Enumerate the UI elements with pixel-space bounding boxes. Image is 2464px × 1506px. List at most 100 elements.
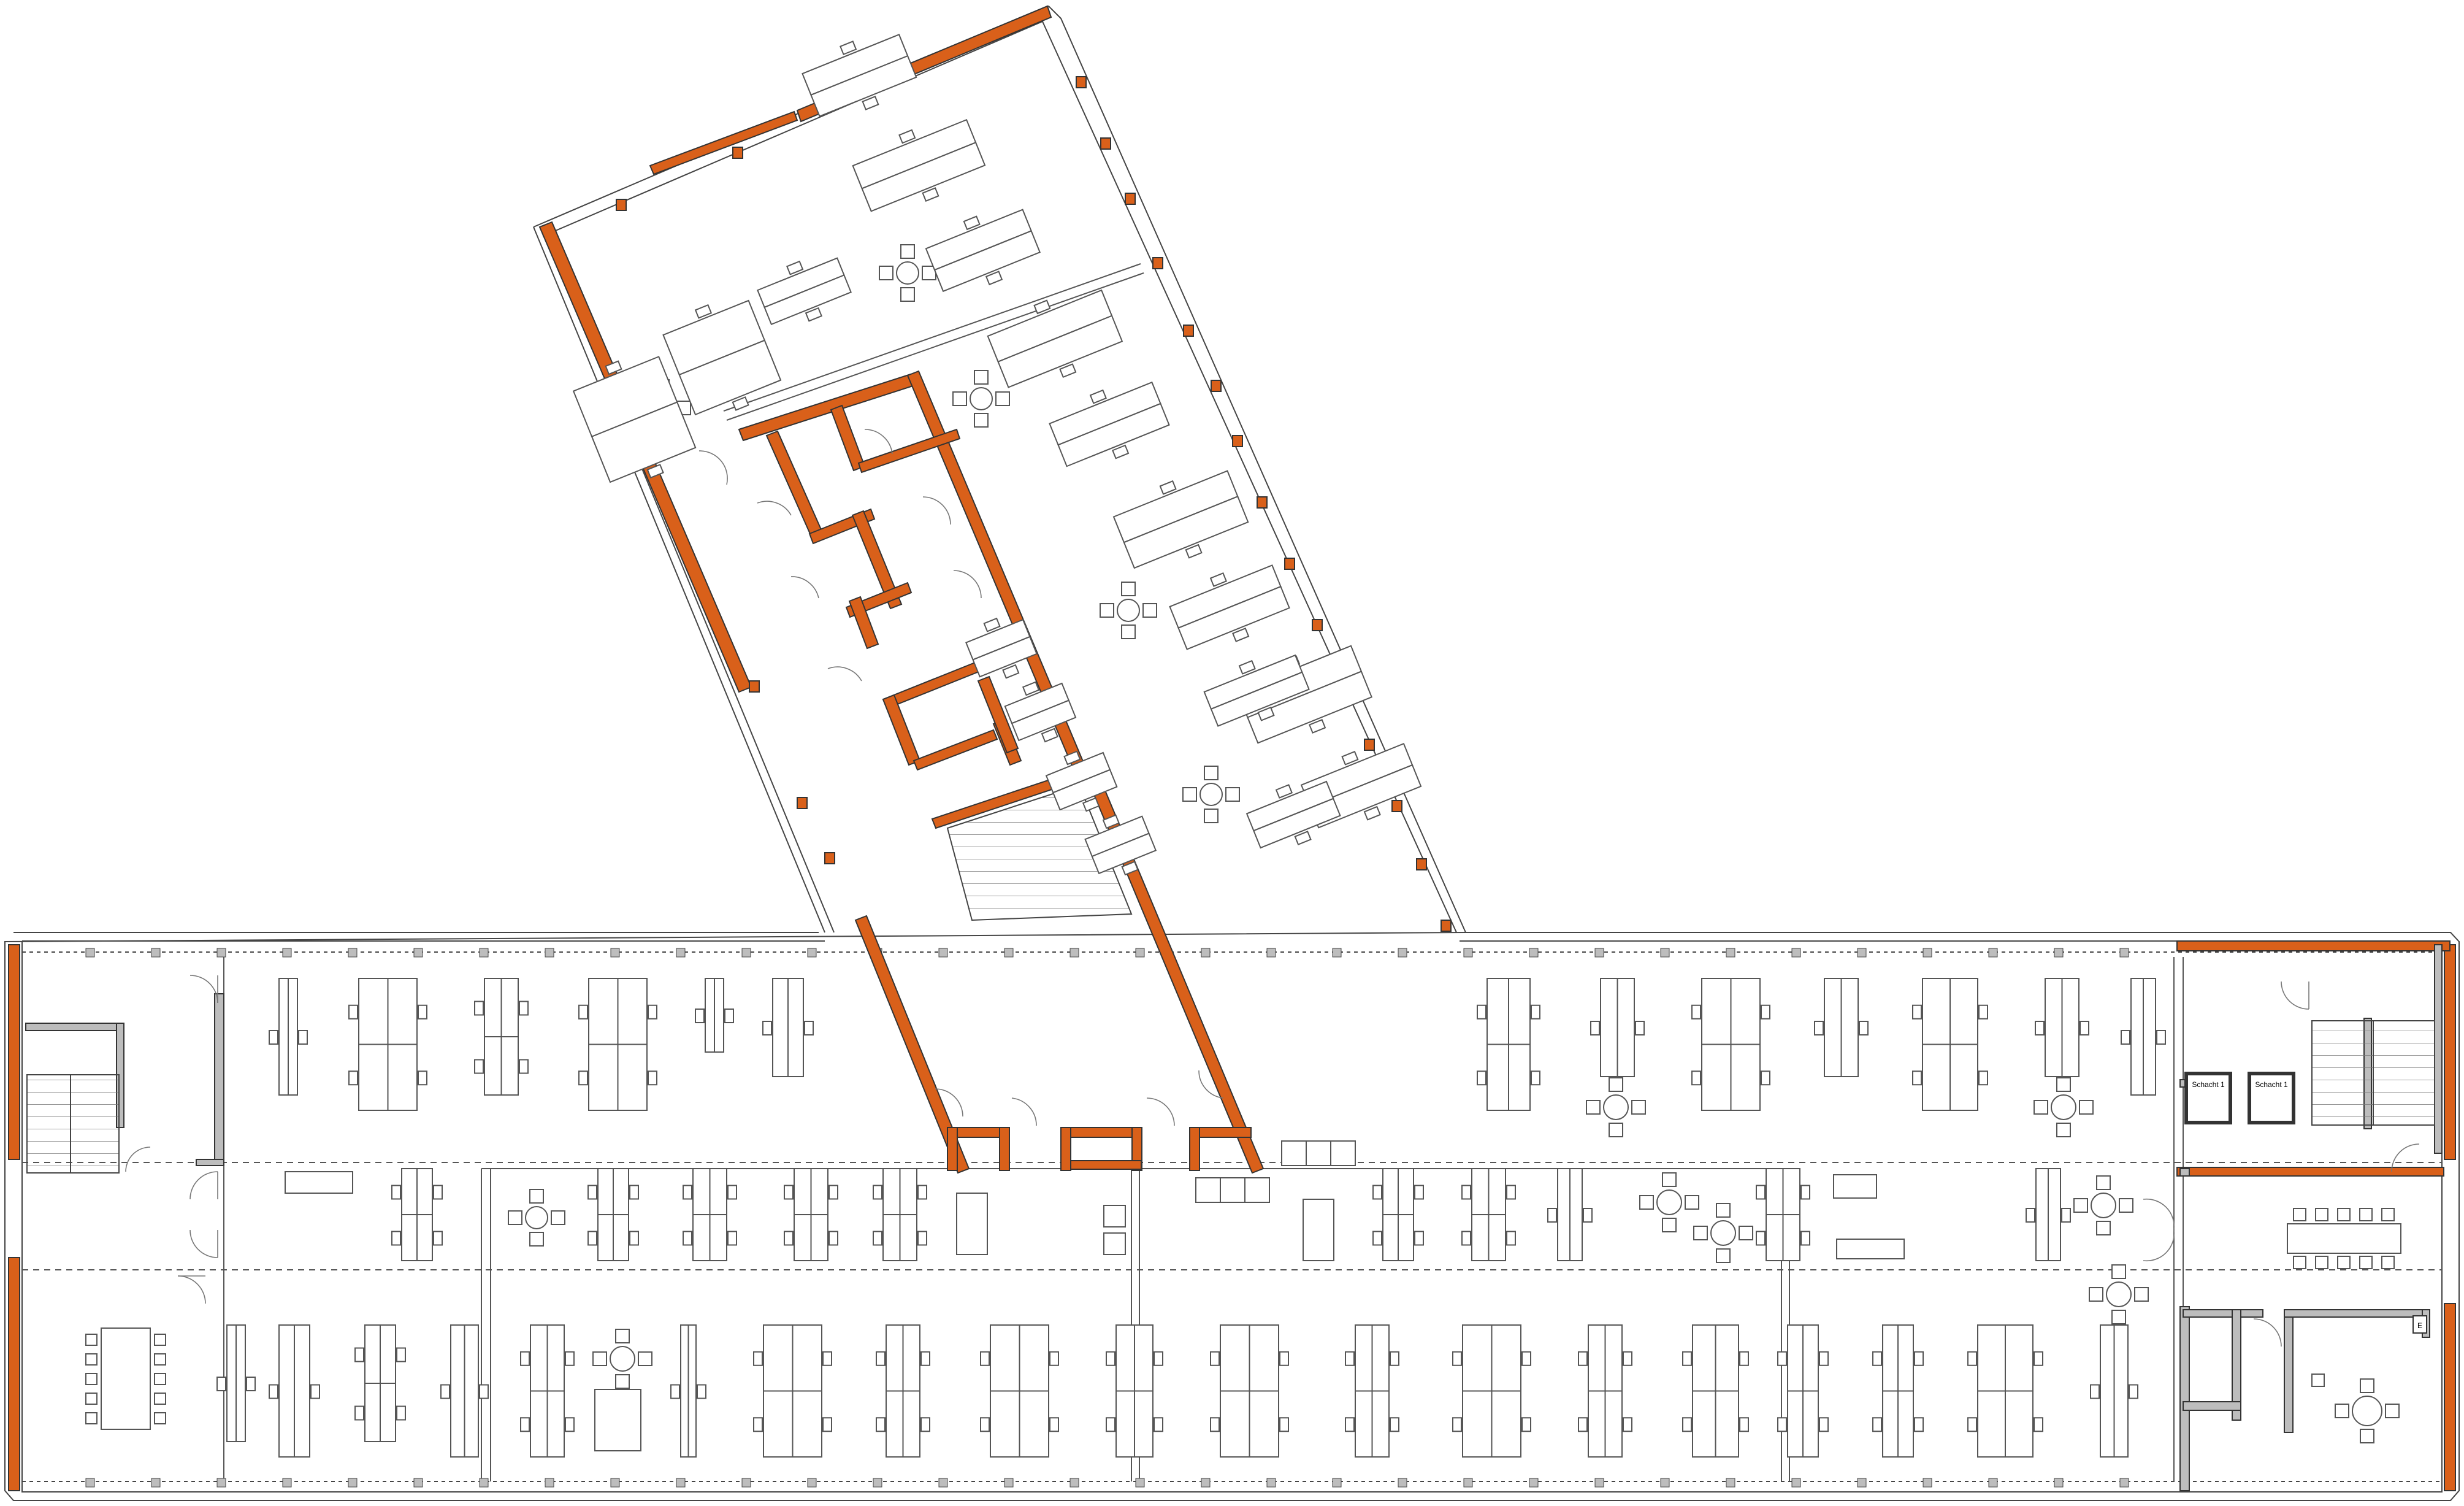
chair bbox=[1609, 1123, 1623, 1137]
desk-cluster bbox=[670, 1324, 706, 1458]
desk bbox=[387, 1043, 418, 1111]
chair bbox=[2360, 1429, 2374, 1443]
chair bbox=[2156, 1030, 2166, 1045]
window-mullion bbox=[413, 948, 423, 958]
window-mullion bbox=[151, 948, 161, 958]
chair bbox=[922, 187, 939, 202]
table-top bbox=[2091, 1193, 2116, 1218]
window-mullion bbox=[1266, 1478, 1276, 1488]
chair bbox=[980, 1417, 990, 1432]
window-mullion bbox=[1135, 1478, 1145, 1488]
chair bbox=[1739, 1351, 1749, 1366]
chair bbox=[1531, 1070, 1540, 1086]
chair bbox=[694, 304, 713, 319]
desk bbox=[787, 978, 804, 1077]
desk-cluster bbox=[354, 1324, 406, 1442]
window-mullion bbox=[1988, 1478, 1998, 1488]
desk-cluster bbox=[1814, 978, 1869, 1077]
desk bbox=[588, 978, 619, 1045]
chair bbox=[2337, 1208, 2351, 1221]
desk bbox=[709, 1214, 727, 1261]
desk-cluster bbox=[1682, 1324, 1749, 1458]
window-mullion bbox=[1594, 948, 1604, 958]
desk bbox=[1802, 1390, 1819, 1458]
shaft-1: Schacht 1 bbox=[2184, 1072, 2232, 1124]
desk-cluster bbox=[1777, 1324, 1829, 1458]
chair bbox=[1978, 1004, 1988, 1020]
chair bbox=[391, 1231, 401, 1246]
chair bbox=[474, 1001, 484, 1016]
chair bbox=[1814, 1021, 1824, 1035]
chair bbox=[670, 1384, 680, 1399]
chair bbox=[216, 1377, 226, 1391]
desk bbox=[972, 636, 1038, 678]
desk bbox=[1462, 1390, 1493, 1458]
desk-cluster bbox=[1372, 1168, 1424, 1261]
window-mullion bbox=[2054, 948, 2064, 958]
chair bbox=[2337, 1256, 2351, 1269]
chair bbox=[578, 1004, 588, 1020]
desk-cluster bbox=[1045, 750, 1118, 812]
chair bbox=[587, 1231, 597, 1246]
chair bbox=[646, 464, 664, 478]
desk bbox=[1134, 1324, 1154, 1392]
desk-cluster bbox=[1106, 1324, 1163, 1458]
desk bbox=[1715, 1324, 1739, 1392]
desk bbox=[401, 1168, 418, 1215]
chair bbox=[1586, 1100, 1601, 1115]
round-table bbox=[1586, 1077, 1646, 1137]
desk bbox=[1462, 1324, 1493, 1392]
chair bbox=[920, 1417, 930, 1432]
desk bbox=[1557, 1168, 1571, 1261]
desk bbox=[2061, 978, 2079, 1077]
desk bbox=[1802, 1324, 1819, 1392]
chair bbox=[753, 1351, 763, 1366]
chair bbox=[1210, 1417, 1220, 1432]
desk-cluster bbox=[1756, 1168, 1810, 1261]
desk-cluster bbox=[1912, 978, 1988, 1111]
desk bbox=[484, 978, 502, 1037]
chair bbox=[786, 260, 804, 275]
chair bbox=[648, 1004, 657, 1020]
window-mullion bbox=[1791, 1478, 1801, 1488]
desk bbox=[2113, 1324, 2129, 1458]
chair bbox=[2385, 1404, 2400, 1418]
chair bbox=[974, 413, 989, 428]
chair bbox=[1112, 444, 1130, 459]
chair bbox=[1063, 750, 1081, 766]
desk bbox=[882, 1168, 901, 1215]
desk bbox=[1508, 978, 1531, 1045]
chair bbox=[2381, 1208, 2395, 1221]
chair bbox=[804, 1021, 814, 1035]
window-mullion bbox=[1529, 1478, 1539, 1488]
desk-cluster bbox=[1245, 780, 1341, 849]
chair bbox=[1967, 1417, 1977, 1432]
desk bbox=[597, 1168, 614, 1215]
chair bbox=[980, 1351, 990, 1366]
desk bbox=[450, 1324, 465, 1458]
chair bbox=[876, 1417, 886, 1432]
chair bbox=[529, 1232, 544, 1247]
desk bbox=[416, 1214, 433, 1261]
desk bbox=[1247, 670, 1373, 744]
chair bbox=[565, 1351, 575, 1366]
chair bbox=[520, 1417, 530, 1432]
window-mullion bbox=[479, 1478, 489, 1488]
chair bbox=[952, 391, 967, 406]
desk bbox=[294, 1324, 310, 1458]
chair bbox=[762, 1021, 772, 1035]
chair bbox=[732, 396, 749, 411]
desk-cluster bbox=[1452, 1324, 1531, 1458]
desk-cluster bbox=[1872, 1324, 1924, 1458]
chair bbox=[963, 215, 981, 231]
desk bbox=[364, 1324, 381, 1384]
desk bbox=[1701, 978, 1732, 1045]
desk bbox=[886, 1390, 904, 1458]
chair bbox=[85, 1373, 98, 1385]
chair bbox=[391, 1185, 401, 1200]
desk bbox=[1588, 1324, 1606, 1392]
chair bbox=[154, 1393, 166, 1405]
furniture-block bbox=[1220, 1177, 1245, 1203]
desk bbox=[1600, 978, 1618, 1077]
desk bbox=[792, 1324, 822, 1392]
